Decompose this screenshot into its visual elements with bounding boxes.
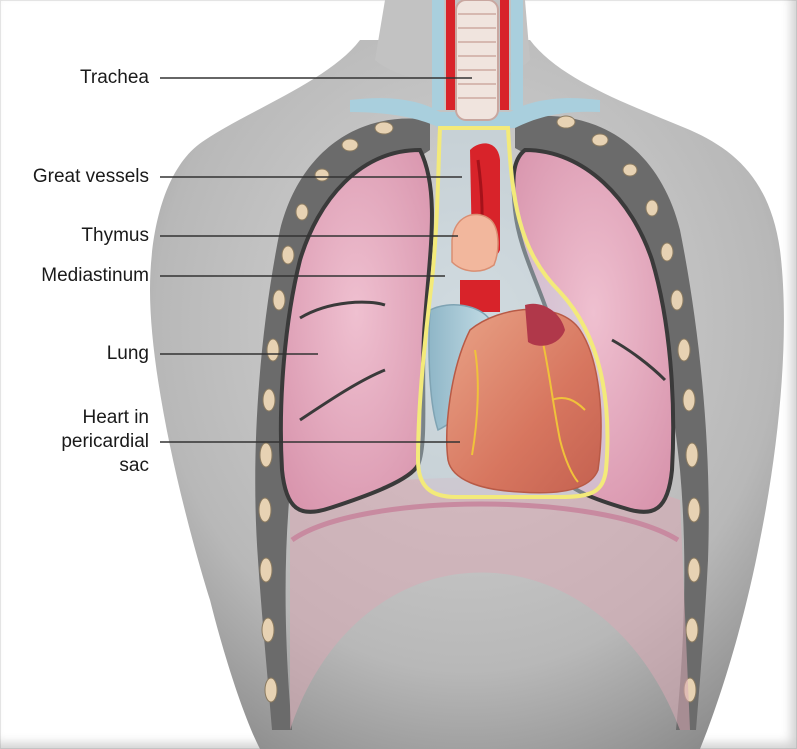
jugular-left — [432, 0, 444, 110]
thymus — [452, 214, 498, 271]
heart — [447, 309, 601, 492]
carotid-right — [500, 0, 509, 110]
jugular-right — [511, 0, 523, 110]
trachea-tube — [456, 0, 498, 120]
carotid-left — [446, 0, 455, 110]
